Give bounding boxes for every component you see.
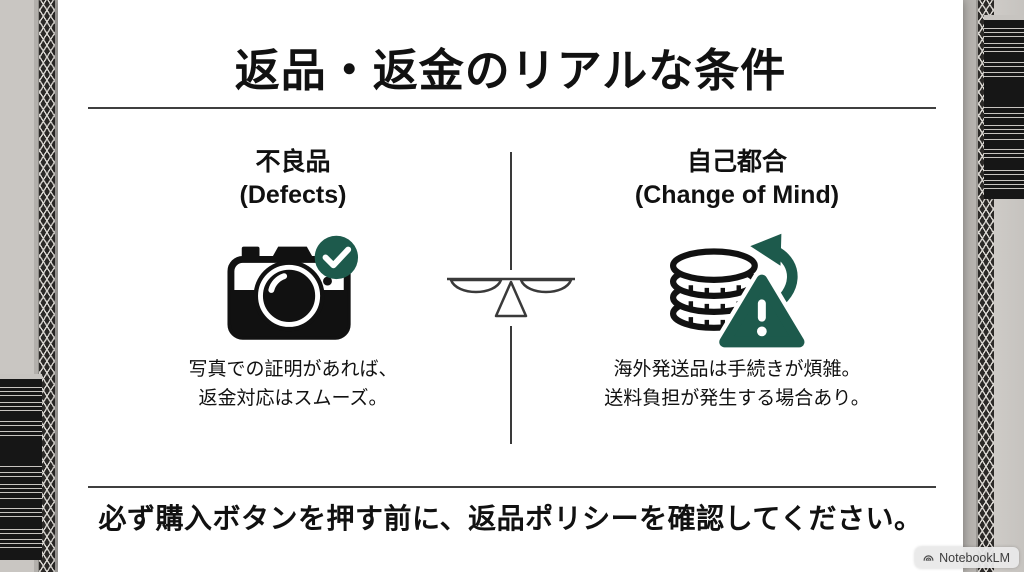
defects-heading-en: (Defects) <box>239 180 347 209</box>
defects-heading-jp: 不良品 <box>255 148 331 176</box>
footer-caption: 必ず購入ボタンを押す前に、返品ポリシーを確認してください。 <box>98 503 923 534</box>
defects-description-line1: 写真での証明があれば、 <box>188 359 398 380</box>
change-of-mind-heading-jp: 自己都合 <box>686 148 787 176</box>
column-defects: 不良品 (Defects) 写真での証明があれば、 返金対応はスムーズ。 <box>148 146 438 414</box>
cardboard-right-panel <box>963 0 1024 572</box>
notebooklm-logo-icon <box>922 551 935 564</box>
balance-scale-icon <box>445 274 577 320</box>
coins-return-warning-icon <box>592 221 882 353</box>
column-change-of-mind: 自己都合 (Change of Mind) <box>592 146 882 414</box>
notebooklm-watermark: NotebookLM <box>915 547 1019 568</box>
change-of-mind-heading: 自己都合 (Change of Mind) <box>592 146 882 211</box>
barcode-sticker-right <box>984 15 1024 199</box>
change-of-mind-heading-en: (Change of Mind) <box>634 180 840 209</box>
barcode-sticker-left <box>0 374 42 560</box>
change-of-mind-description: 海外発送品は手続きが煩雑。 送料負担が発生する場合あり。 <box>592 355 882 414</box>
page-title: 返品・返金のリアルな条件 <box>234 45 787 96</box>
change-of-mind-description-line2: 送料負担が発生する場合あり。 <box>604 388 870 410</box>
defects-heading: 不良品 (Defects) <box>148 146 438 211</box>
title-divider-line <box>88 107 936 109</box>
slide-card: 返品・返金のリアルな条件 不良品 (Defects) 写真での証明があれば、 <box>58 0 963 572</box>
cardboard-corrugated-edge <box>39 0 55 572</box>
footer-divider-line <box>88 486 936 488</box>
divider-line-top <box>510 152 512 270</box>
cardboard-left-panel <box>0 0 58 572</box>
camera-check-icon <box>148 221 438 353</box>
watermark-label: NotebookLM <box>939 550 1010 565</box>
defects-description: 写真での証明があれば、 返金対応はスムーズ。 <box>148 355 438 414</box>
divider-line-bottom <box>510 326 512 444</box>
defects-description-line2: 返金対応はスムーズ。 <box>198 388 388 410</box>
change-of-mind-description-line1: 海外発送品は手続きが煩雑。 <box>613 359 861 380</box>
